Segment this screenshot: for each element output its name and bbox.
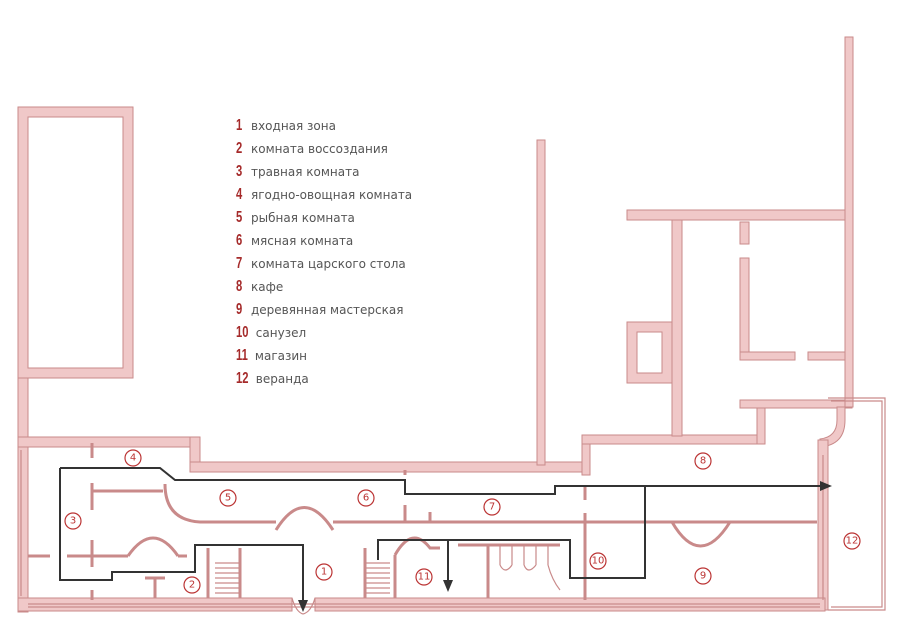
arrow-head-icon	[820, 481, 832, 491]
left-block-wall	[17, 106, 134, 379]
legend-text: ягодно-овощная комната	[251, 187, 413, 202]
svg-text:11: 11	[418, 572, 431, 583]
legend-text: магазин	[254, 348, 308, 363]
legend-item: 2 комната воссоздания	[236, 137, 412, 160]
room-label-5: 5	[219, 489, 237, 507]
legend-text: веранда	[255, 371, 309, 386]
room-label-4: 4	[124, 449, 142, 467]
legend-text: санузел	[255, 325, 307, 340]
staircase	[215, 562, 390, 594]
svg-text:10: 10	[592, 556, 605, 567]
legend-number: 8	[236, 277, 243, 295]
legend-text: рыбная комната	[251, 210, 355, 225]
room-label-3: 3	[64, 512, 82, 530]
legend-number: 2	[236, 139, 243, 157]
room-label-10: 10	[589, 552, 607, 570]
room-label-9: 9	[694, 567, 712, 585]
legend-item: 9 деревянная мастерская	[236, 298, 412, 321]
svg-text:2: 2	[189, 580, 195, 591]
svg-text:4: 4	[130, 453, 136, 464]
legend-item: 10 санузел	[236, 321, 412, 344]
toilet-stalls	[291, 545, 561, 615]
legend-number: 6	[236, 231, 243, 249]
windows	[20, 450, 824, 608]
legend-number: 9	[236, 300, 243, 318]
legend-number: 1	[236, 116, 243, 134]
svg-text:3: 3	[70, 516, 76, 527]
legend-text: комната царского стола	[251, 256, 406, 271]
room-label-7: 7	[483, 498, 501, 516]
legend-text: травная комната	[251, 164, 360, 179]
svg-text:7: 7	[489, 502, 495, 513]
route-main	[60, 467, 822, 495]
svg-text:12: 12	[846, 536, 859, 547]
legend-item: 3 травная комната	[236, 160, 412, 183]
legend-item: 12 веранда	[236, 367, 412, 390]
legend-text: мясная комната	[251, 233, 354, 248]
veranda-outline	[828, 397, 886, 611]
legend-text: деревянная мастерская	[251, 302, 404, 317]
legend-item: 5 рыбная комната	[236, 206, 412, 229]
legend-item: 7 комната царского стола	[236, 252, 412, 275]
route-branch	[377, 486, 646, 582]
domes	[126, 506, 732, 557]
room-label-1: 1	[315, 563, 333, 581]
legend-item: 11 магазин	[236, 344, 412, 367]
legend-text: кафе	[251, 279, 284, 294]
routes	[59, 467, 832, 612]
svg-text:5: 5	[225, 493, 231, 504]
legend-number: 5	[236, 208, 243, 226]
legend-number: 7	[236, 254, 243, 272]
svg-text:9: 9	[700, 571, 706, 582]
arrow-head-icon	[443, 580, 453, 592]
room-label-8: 8	[694, 452, 712, 470]
legend-item: 1 входная зона	[236, 114, 412, 137]
legend-item: 6 мясная комната	[236, 229, 412, 252]
legend: 1 входная зона 2 комната воссоздания 3 травна…	[236, 114, 412, 390]
room-label-6: 6	[357, 489, 375, 507]
room-label-11: 11	[415, 568, 433, 586]
walls	[17, 36, 886, 615]
legend-item: 4 ягодно-овощная комната	[236, 183, 412, 206]
room-label-12: 12	[843, 532, 861, 550]
arrow-head-icon	[298, 600, 308, 612]
legend-text: комната воссоздания	[251, 141, 388, 156]
legend-number: 4	[236, 185, 243, 203]
svg-text:1: 1	[321, 567, 327, 578]
room-labels: 1 2 3 4 5 6 7 8 9 10 11 12	[64, 449, 861, 594]
legend-item: 8 кафе	[236, 275, 412, 298]
legend-number: 3	[236, 162, 243, 180]
route-exit	[59, 468, 304, 600]
legend-number: 10	[236, 323, 249, 341]
legend-number: 11	[236, 346, 248, 364]
room-label-2: 2	[183, 576, 201, 594]
legend-text: входная зона	[251, 118, 336, 133]
svg-text:6: 6	[363, 493, 369, 504]
legend-number: 12	[236, 369, 249, 387]
svg-text:8: 8	[700, 456, 706, 467]
